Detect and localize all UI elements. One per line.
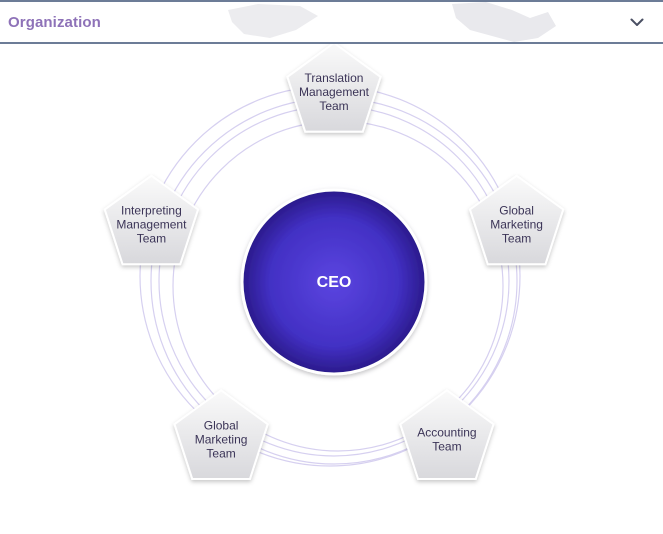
team-label-line: Team <box>502 232 531 246</box>
team-label-line: Global <box>204 418 239 432</box>
team-label-line: Marketing <box>195 432 248 446</box>
team-label-line: Marketing <box>490 218 543 232</box>
team-label-line: Team <box>206 446 235 460</box>
chevron-down-icon[interactable] <box>629 14 645 30</box>
team-pentagon-shape <box>103 174 200 266</box>
ceo-node[interactable]: CEO <box>232 180 436 384</box>
organization-header[interactable]: Organization <box>0 0 663 44</box>
team-label-line: Accounting <box>417 425 476 439</box>
team-label-line: Interpreting <box>121 204 182 218</box>
team-label-line: Team <box>319 99 348 113</box>
team-pentagon-shape <box>399 389 495 480</box>
team-label-line: Management <box>116 218 187 232</box>
team-pentagon-shape <box>468 174 565 266</box>
team-label-line: Team <box>137 232 166 246</box>
team-label-line: Translation <box>305 71 364 85</box>
team-label-line: Management <box>299 85 370 99</box>
team-label-line: Global <box>499 204 534 218</box>
team-pentagon-shape <box>173 389 269 480</box>
section-title: Organization <box>8 13 101 31</box>
team-label-line: Team <box>432 439 461 453</box>
team-pentagon-shape <box>286 44 382 133</box>
ceo-label: CEO <box>317 274 352 291</box>
